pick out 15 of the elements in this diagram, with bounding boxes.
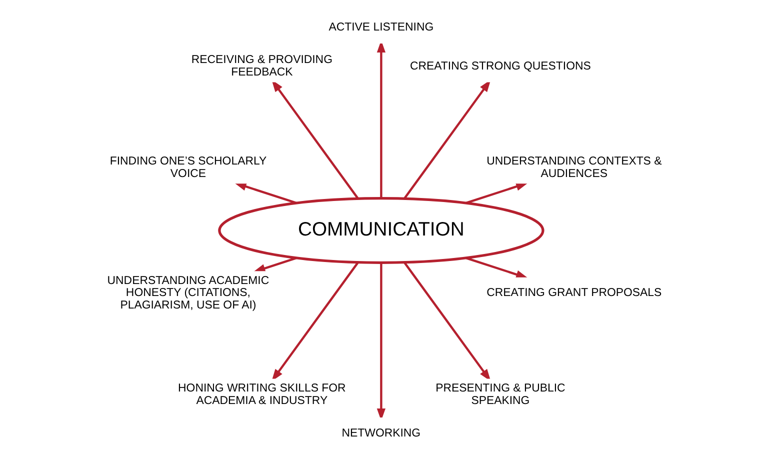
node-text: ACTIVE LISTENING xyxy=(328,22,434,34)
node-text: HONING WRITING SKILLS FOR ACADEMIA & INDUSTRY xyxy=(178,382,346,407)
arrow xyxy=(271,262,358,382)
arrow xyxy=(403,262,490,382)
node-text: CREATING GRANT PROPOSALS xyxy=(486,287,662,300)
node-text: CREATING STRONG QUESTIONS xyxy=(410,60,590,72)
node-ellipse: COMMUNICATION xyxy=(218,197,544,264)
arrow xyxy=(271,80,358,199)
node-text: NETWORKING xyxy=(341,427,420,440)
node-text: PRESENTING & PUBLIC SPEAKING xyxy=(435,382,565,407)
node-text: UNDERSTANDING CONTEXTS & AUDIENCES xyxy=(486,156,662,180)
node-text: UNDERSTANDING ACADEMIC HONESTY (CITATIONS, PLAGIARISM, USE OF AI) xyxy=(106,274,269,312)
node-text: RECEIVING & PROVIDING FEEDBACK xyxy=(190,54,332,79)
arrow xyxy=(403,80,490,199)
node-text: FINDING ONE’S SCHOLARLY VOICE xyxy=(109,156,266,180)
